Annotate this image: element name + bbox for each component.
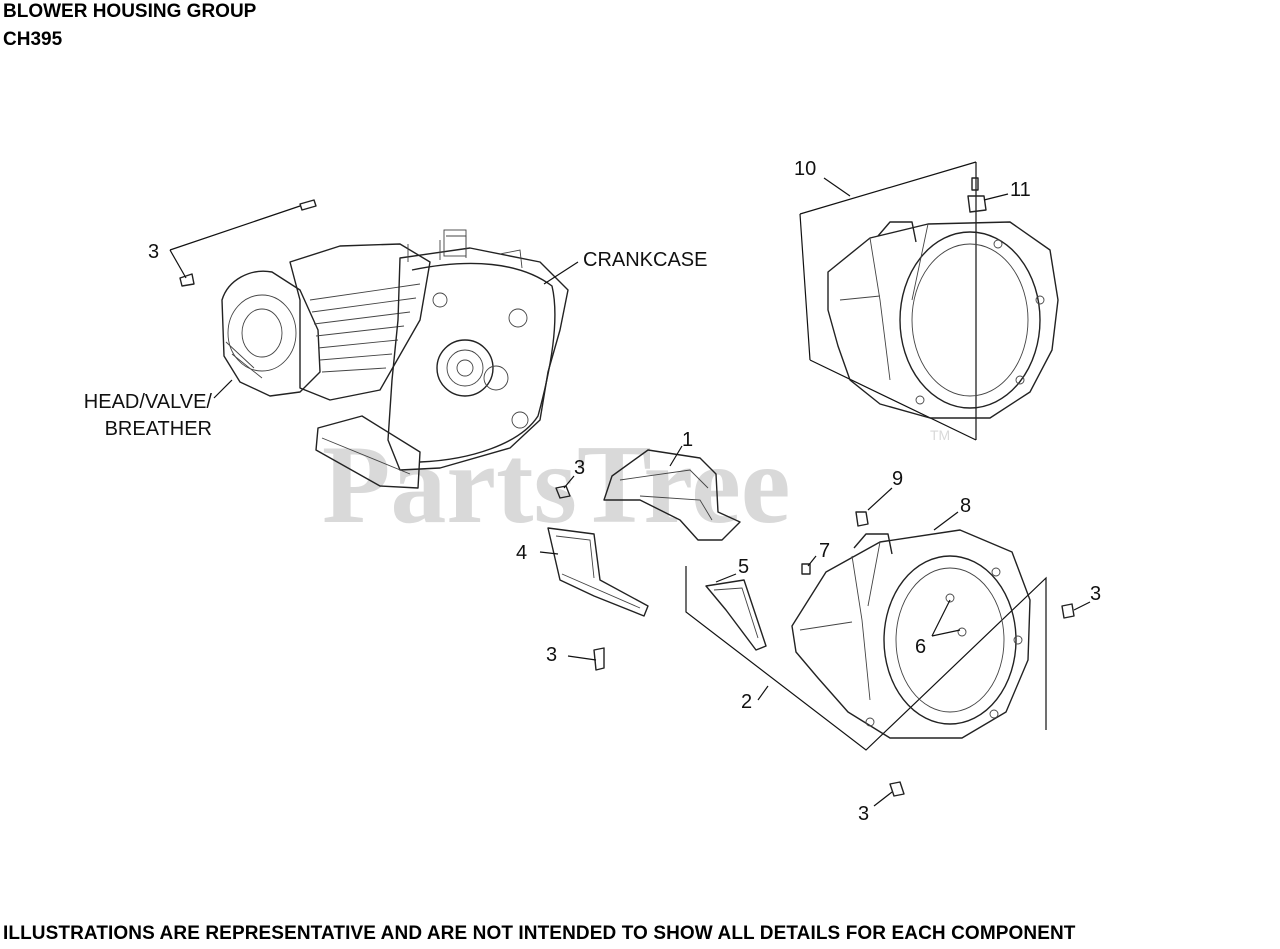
callout-3-lower: 3: [546, 644, 557, 666]
hardware-illustrations: [555, 177, 1075, 797]
callout-2: 2: [741, 691, 752, 713]
callout-7: 7: [819, 540, 830, 562]
label-head-valve-line1: HEAD/VALVE/: [84, 391, 213, 413]
part-1-baffle-illustration: [603, 449, 741, 541]
callout-10: 10: [794, 158, 816, 180]
engine-illustration: [221, 229, 569, 489]
callout-9: 9: [892, 468, 903, 490]
page-title: BLOWER HOUSING GROUP: [3, 1, 257, 22]
label-head-valve-line2: BREATHER: [105, 418, 212, 440]
leader-lines: [169, 177, 1091, 807]
callout-1: 1: [682, 429, 693, 451]
callout-11: 11: [1010, 179, 1031, 201]
callout-5: 5: [738, 556, 749, 578]
callout-3-top-left: 3: [148, 241, 159, 263]
watermark-trademark: TM: [930, 427, 950, 443]
screw-3a-illustration: [179, 199, 317, 287]
callout-3-bottom: 3: [858, 803, 869, 825]
callout-8: 8: [960, 495, 971, 517]
callout-6: 6: [915, 636, 926, 658]
watermark: PartsTree TM: [322, 423, 950, 547]
callout-4: 4: [516, 542, 527, 564]
model-number: CH395: [3, 29, 63, 50]
part-4-baffle-illustration: [547, 527, 649, 617]
exploded-parts-diagram: PartsTree TM: [84, 158, 1101, 825]
part-10-blower-housing-illustration: [799, 161, 1059, 441]
label-crankcase: CRANKCASE: [583, 249, 707, 271]
part-5-plate-illustration: [705, 579, 767, 651]
part-8-blower-housing-illustration: [685, 529, 1047, 751]
disclaimer-footer: ILLUSTRATIONS ARE REPRESENTATIVE AND ARE…: [3, 923, 1076, 944]
callout-3-baffle: 3: [574, 457, 585, 479]
callout-3-right: 3: [1090, 583, 1101, 605]
watermark-text: PartsTree: [322, 423, 791, 547]
